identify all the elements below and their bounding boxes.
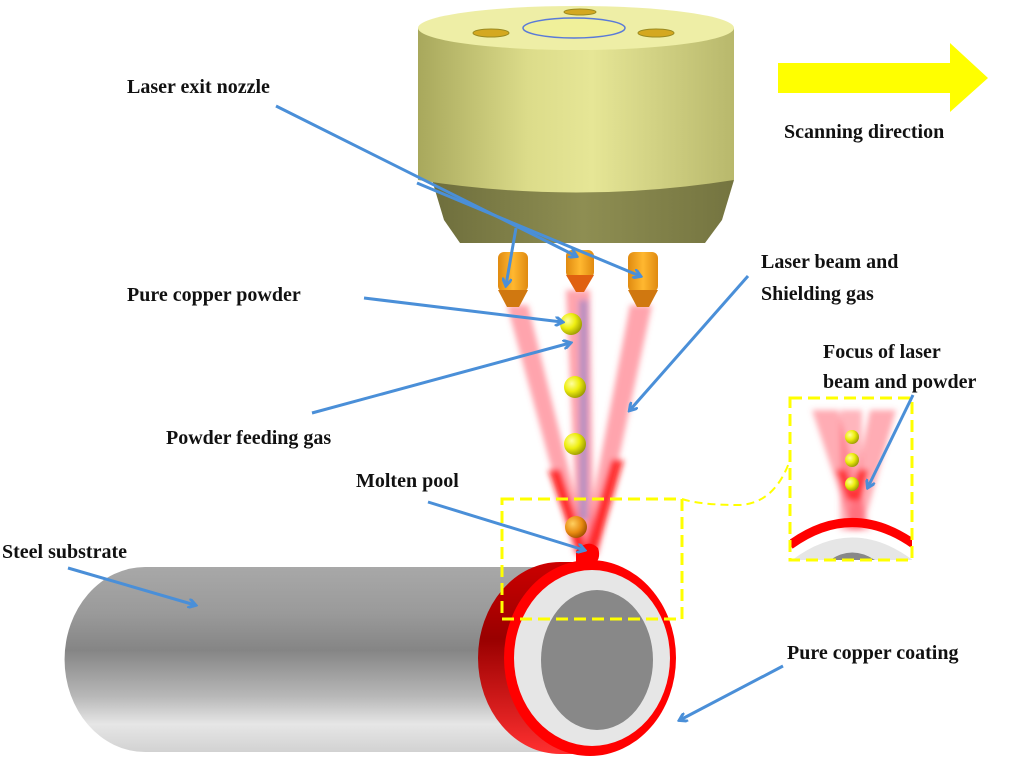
label-pure-copper-coating: Pure copper coating — [787, 642, 959, 664]
steel-substrate-rod — [64, 567, 560, 753]
label-pure-copper-powder: Pure copper powder — [127, 284, 301, 306]
arrow-molten-pool — [427, 500, 584, 550]
annotation-arrows — [67, 104, 915, 720]
laser-beams — [507, 290, 652, 555]
label-laser-beam-line1: Laser beam and — [761, 251, 899, 273]
pure-copper-coating-ring — [478, 560, 676, 756]
arrow-focus-of-laser-beam — [868, 394, 915, 487]
label-scanning-direction: Scanning direction — [784, 121, 945, 143]
arrow-pure-copper-coating — [680, 664, 784, 720]
arrow-steel-substrate — [67, 566, 195, 605]
label-molten-pool: Molten pool — [356, 470, 459, 492]
copper-powder-particles — [560, 313, 587, 538]
label-laser-beam-line2: Shielding gas — [761, 283, 874, 305]
laser-exit-nozzle-head — [418, 6, 734, 307]
arrow-pure-copper-powder — [363, 296, 562, 322]
label-steel-substrate: Steel substrate — [2, 541, 127, 563]
arrow-laser-exit-nozzle-side-right — [416, 181, 640, 276]
arrow-powder-feeding-gas — [311, 343, 570, 415]
label-focus-line2: beam and powder — [823, 371, 977, 393]
label-laser-exit-nozzle: Laser exit nozzle — [127, 76, 270, 98]
focus-region-box — [500, 497, 684, 621]
label-powder-feeding-gas: Powder feeding gas — [166, 427, 332, 449]
arrow-laser-beam-shielding-gas — [630, 275, 750, 410]
focus-zoom-inset — [788, 396, 914, 562]
arrow-laser-exit-nozzle — [275, 104, 576, 256]
zoom-connector-line — [681, 459, 791, 507]
label-focus-line1: Focus of laser — [823, 341, 941, 363]
arrow-laser-exit-nozzle-side-left — [506, 227, 518, 285]
scanning-direction-arrow-icon — [778, 43, 988, 112]
